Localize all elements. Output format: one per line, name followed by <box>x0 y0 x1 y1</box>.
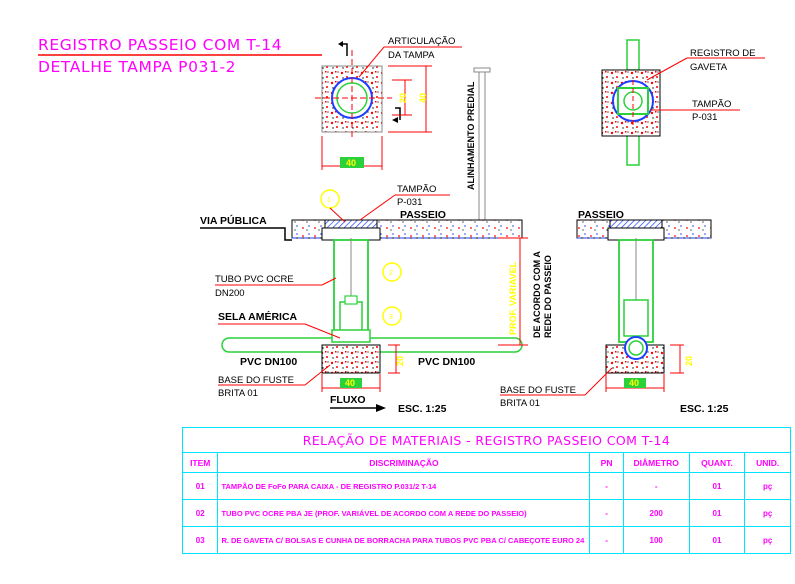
cell-pn: - <box>589 472 624 500</box>
label-base-right-2: BRITA 01 <box>500 398 540 409</box>
col-quant: QUANT. <box>688 452 746 473</box>
label-via-publica: VIA PÚBLICA <box>200 214 267 227</box>
cell-diametro: - <box>622 472 690 500</box>
cell-desc: TAMPÃO DE FoFo PARA CAIXA - DE REGISTRO … <box>217 472 591 500</box>
col-pn: PN <box>589 452 624 473</box>
registro-view: REGISTRO DE GAVETA TAMPÃO P-031 <box>601 39 765 166</box>
label-articulacao-2: DA TAMPA <box>388 50 435 61</box>
label-passeio-right: PASSEIO <box>578 209 624 221</box>
cell-item: 01 <box>181 472 219 500</box>
label-tubo-2: DN200 <box>215 288 245 299</box>
cell-unid: pç <box>744 499 791 527</box>
dim-plan-outer: 40 <box>418 93 428 103</box>
right-section: PASSEIO 40 20 BASE DO FUSTE BRITA 01 ESC… <box>500 209 729 415</box>
materials-header-row: ITEM DISCRIMINAÇÃO PN DIÂMETRO QUANT. UN… <box>181 452 791 473</box>
col-item: ITEM <box>181 452 219 473</box>
materials-title: RELAÇÃO DE MATERIAIS - REGISTRO PASSEIO … <box>182 427 791 453</box>
label-pvc-right: PVC DN100 <box>418 356 475 368</box>
dim-plan-inner: 20 <box>398 93 408 103</box>
cell-pn: - <box>589 499 624 527</box>
cell-desc: TUBO PVC OCRE PBA JE (PROF. VARIÁVEL DE … <box>217 499 591 527</box>
label-escala-right: ESC. 1:25 <box>680 403 729 415</box>
label-base-2: BRITA 01 <box>218 388 258 399</box>
label-base-right-1: BASE DO FUSTE <box>500 385 576 396</box>
label-prof-variavel: PROF. VARIAVEL <box>508 261 518 335</box>
label-tampao-mid: TAMPÃO <box>397 184 436 195</box>
label-articulacao-1: ARTICULAÇÃO <box>388 36 455 47</box>
alinhamento-predial: ALINHAMENTO PREDIAL <box>466 67 491 223</box>
label-sela: SELA AMÉRICA <box>218 310 298 323</box>
svg-text:1: 1 <box>327 197 331 204</box>
label-registro-1: REGISTRO DE <box>690 48 755 59</box>
label-de-acordo-2: REDE DO PASSEIO <box>543 255 553 338</box>
label-tubo-1: TUBO PVC OCRE <box>215 274 294 285</box>
title-block: REGISTRO PASSEIO COM T-14 DETALHE TAMPA … <box>38 36 322 76</box>
col-discriminacao: DISCRIMINAÇÃO <box>217 452 591 473</box>
cell-item: 03 <box>181 526 219 554</box>
dim-right-base-height: 20 <box>684 356 694 366</box>
cell-diametro: 100 <box>622 526 690 554</box>
plan-view: ARTICULAÇÃO DA TAMPA 40 20 40 <box>315 36 462 170</box>
dim-base-height: 20 <box>395 356 405 366</box>
callout-2: 2 <box>382 262 402 282</box>
svg-text:3: 3 <box>389 314 393 321</box>
label-de-acordo-1: DE ACORDO COM A <box>532 251 542 338</box>
col-diametro: DIÂMETRO <box>622 452 690 473</box>
label-pvc-left: PVC DN100 <box>240 356 297 368</box>
cell-quant: 01 <box>688 499 746 527</box>
label-tampao-mid-code: P-031 <box>397 197 422 208</box>
dim-plan-width: 40 <box>346 158 356 168</box>
label-passeio-left: PASSEIO <box>400 209 446 221</box>
dim-base-width: 40 <box>345 378 355 388</box>
callout-3: 3 <box>382 306 402 326</box>
col-unid: UNID. <box>744 452 791 473</box>
label-fluxo: FLUXO <box>330 394 366 406</box>
cell-unid: pç <box>744 526 791 554</box>
cell-item: 02 <box>181 499 219 527</box>
table-row: 01 TAMPÃO DE FoFo PARA CAIXA - DE REGIST… <box>181 472 791 500</box>
materials-table: RELAÇÃO DE MATERIAIS - REGISTRO PASSEIO … <box>181 427 791 554</box>
cell-quant: 01 <box>688 526 746 554</box>
cell-desc: R. DE GAVETA C/ BOLSAS E CUNHA DE BORRAC… <box>217 526 591 554</box>
title-line-1: REGISTRO PASSEIO COM T-14 <box>38 36 282 54</box>
svg-text:2: 2 <box>389 270 393 277</box>
label-escala-left: ESC. 1:25 <box>398 403 447 415</box>
cell-unid: pç <box>744 472 791 500</box>
cell-pn: - <box>589 526 624 554</box>
label-alinhamento: ALINHAMENTO PREDIAL <box>466 81 476 190</box>
cell-diametro: 200 <box>622 499 690 527</box>
table-row: 02 TUBO PVC OCRE PBA JE (PROF. VARIÁVEL … <box>181 499 791 527</box>
callout-1: 1 <box>320 189 346 223</box>
table-row: 03 R. DE GAVETA C/ BOLSAS E CUNHA DE BOR… <box>181 526 791 554</box>
label-tampao-top: TAMPÃO <box>692 99 731 110</box>
label-tampao-top-code: P-031 <box>692 112 717 123</box>
dim-right-base-width: 40 <box>629 378 639 388</box>
title-line-2: DETALHE TAMPA P031-2 <box>38 58 236 76</box>
label-base-1: BASE DO FUSTE <box>218 375 294 386</box>
cell-quant: 01 <box>688 472 746 500</box>
label-registro-2: GAVETA <box>690 62 728 73</box>
main-section: VIA PÚBLICA PASSEIO PVC DN100 PVC DN100 … <box>200 184 553 415</box>
